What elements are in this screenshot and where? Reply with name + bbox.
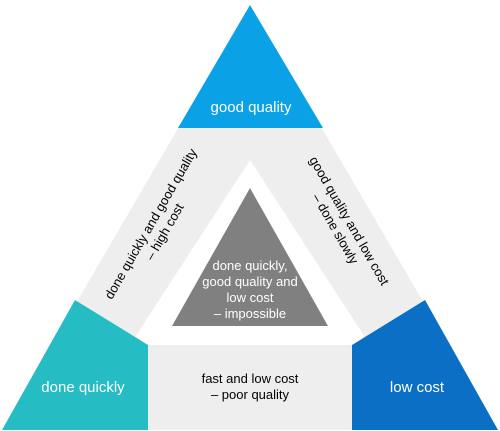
edge-bottom-line-1: fast and low cost bbox=[202, 371, 299, 386]
corner-low-cost-shape bbox=[352, 300, 498, 430]
center-line-3: low cost bbox=[227, 290, 274, 305]
center-triangle bbox=[172, 188, 328, 326]
corner-done-quickly-label: done quickly bbox=[41, 379, 125, 396]
corner-done-quickly-shape bbox=[2, 300, 148, 430]
corner-low-cost-label: low cost bbox=[390, 379, 445, 396]
center-line-1: done quickly, bbox=[213, 258, 288, 273]
center-line-4: – impossible bbox=[214, 306, 286, 321]
center-line-2: good quality and bbox=[202, 274, 297, 289]
corner-good-quality-label: good quality bbox=[211, 99, 292, 116]
edge-bottom-line-2: – poor quality bbox=[211, 387, 290, 402]
corner-good-quality-shape bbox=[178, 5, 323, 128]
